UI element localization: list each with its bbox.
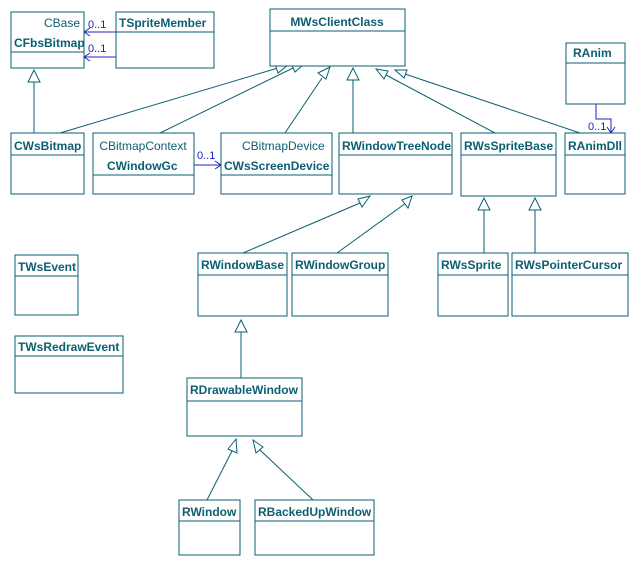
class-rwindow[interactable]: RWindow xyxy=(178,499,241,556)
class-rdrawablewindow[interactable]: RDrawableWindow xyxy=(186,377,303,437)
edge-cwsbitmap-to-mwsclientclass xyxy=(59,67,279,134)
class-superclass-label: CBitmapContext xyxy=(99,139,187,153)
class-name: MWsClientClass xyxy=(290,15,384,29)
arrowhead-mwsclientclass-6 xyxy=(393,69,408,79)
generalization-edges xyxy=(33,67,581,501)
class-mwsclientclass[interactable]: MWsClientClass xyxy=(269,8,406,67)
class-rwindowtreenode[interactable]: RWindowTreeNode xyxy=(338,132,453,195)
class-superclass-label: CBase xyxy=(44,16,80,30)
multiplicity-label: 0..1 xyxy=(88,19,106,31)
class-cwindowgc[interactable]: CBitmapContext CWindowGc xyxy=(92,132,195,195)
edge-rwindow-to-rdrawablewindow xyxy=(206,450,233,501)
class-rwssprite[interactable]: RWsSprite xyxy=(437,252,509,317)
multiplicity-label: 0..1 xyxy=(88,43,106,55)
class-name: RWindowTreeNode xyxy=(342,139,451,153)
class-name: RWsSprite xyxy=(441,258,502,272)
edge-rwindowgroup-to-rwindowtreenode xyxy=(336,202,407,254)
edge-ranimdll-to-mwsclientclass xyxy=(404,73,581,134)
class-cwsscreendevice[interactable]: CBitmapDevice CWsScreenDevice xyxy=(220,132,333,195)
multiplicity-label: 0..1 xyxy=(588,121,606,133)
class-name: RBackedUpWindow xyxy=(258,505,372,519)
arrowhead-rwsspritebase-2 xyxy=(528,196,542,211)
class-cwsbitmap[interactable]: CWsBitmap xyxy=(10,132,85,195)
edge-rbackedupwindow-to-rdrawablewindow xyxy=(259,449,314,501)
class-superclass-label: CBitmapDevice xyxy=(242,139,325,153)
arrowhead-rdrawablewindow-1 xyxy=(227,437,238,454)
class-name: CWsBitmap xyxy=(14,139,81,153)
class-rbackedupwindow[interactable]: RBackedUpWindow xyxy=(254,499,375,556)
class-name: CFbsBitmap xyxy=(14,36,85,50)
class-name: RDrawableWindow xyxy=(190,383,299,397)
arrowhead-mwsclientclass-4 xyxy=(346,66,360,81)
arrowhead-rwsspritebase-1 xyxy=(477,196,491,211)
class-name: CWsScreenDevice xyxy=(224,159,330,173)
class-name: RAnim xyxy=(573,46,612,60)
edge-cwsscreendevice-to-mwsclientclass xyxy=(284,77,323,134)
class-cfbsbitmap[interactable]: CBase CFbsBitmap xyxy=(10,11,85,69)
arrowhead-cfbsbitmap xyxy=(27,68,41,83)
class-twsevent[interactable]: TWsEvent xyxy=(14,254,79,316)
class-name: TWsEvent xyxy=(18,260,76,274)
arrowhead-rwindowtreenode-1 xyxy=(357,195,372,208)
class-rwindowbase[interactable]: RWindowBase xyxy=(197,252,288,317)
arrowhead-mwsclientclass-3 xyxy=(317,66,331,80)
class-name: RWsSpriteBase xyxy=(464,139,553,153)
class-rwindowgroup[interactable]: RWindowGroup xyxy=(291,252,389,317)
arrowhead-rwindowbase xyxy=(234,318,248,333)
assoc-ranim-ranimdll xyxy=(595,104,612,133)
class-twsredrawevent[interactable]: TWsRedrawEvent xyxy=(14,335,124,394)
class-name: RWindow xyxy=(182,505,237,519)
class-ranim[interactable]: RAnim xyxy=(565,42,626,105)
edge-rwsspritebase-to-mwsclientclass xyxy=(385,74,496,134)
class-name: TWsRedrawEvent xyxy=(18,340,119,354)
class-name: RWindowGroup xyxy=(295,258,385,272)
class-name: RWindowBase xyxy=(201,258,284,272)
class-ranimdll[interactable]: RAnimDll xyxy=(564,132,626,195)
class-rwspointercursor[interactable]: RWsPointerCursor xyxy=(511,252,629,317)
arrowhead-rwindowtreenode-2 xyxy=(401,195,413,210)
class-tspritemember[interactable]: TSpriteMember xyxy=(115,11,215,69)
class-rwsspritebase[interactable]: RWsSpriteBase xyxy=(460,132,557,197)
arrowhead-rdrawablewindow-2 xyxy=(252,438,264,454)
class-name: RAnimDll xyxy=(568,139,622,153)
edge-cwindowgc-to-mwsclientclass xyxy=(159,67,294,134)
class-name: RWsPointerCursor xyxy=(515,258,622,272)
edge-rwindowbase-to-rwindowtreenode xyxy=(242,202,361,254)
multiplicity-label: 0..1 xyxy=(197,150,215,162)
multiplicity-labels: 0..1 0..1 0..1 0..1 xyxy=(88,19,606,162)
class-name: TSpriteMember xyxy=(119,16,207,30)
class-name: CWindowGc xyxy=(107,159,178,173)
arrowhead-mwsclientclass-5 xyxy=(374,68,389,80)
